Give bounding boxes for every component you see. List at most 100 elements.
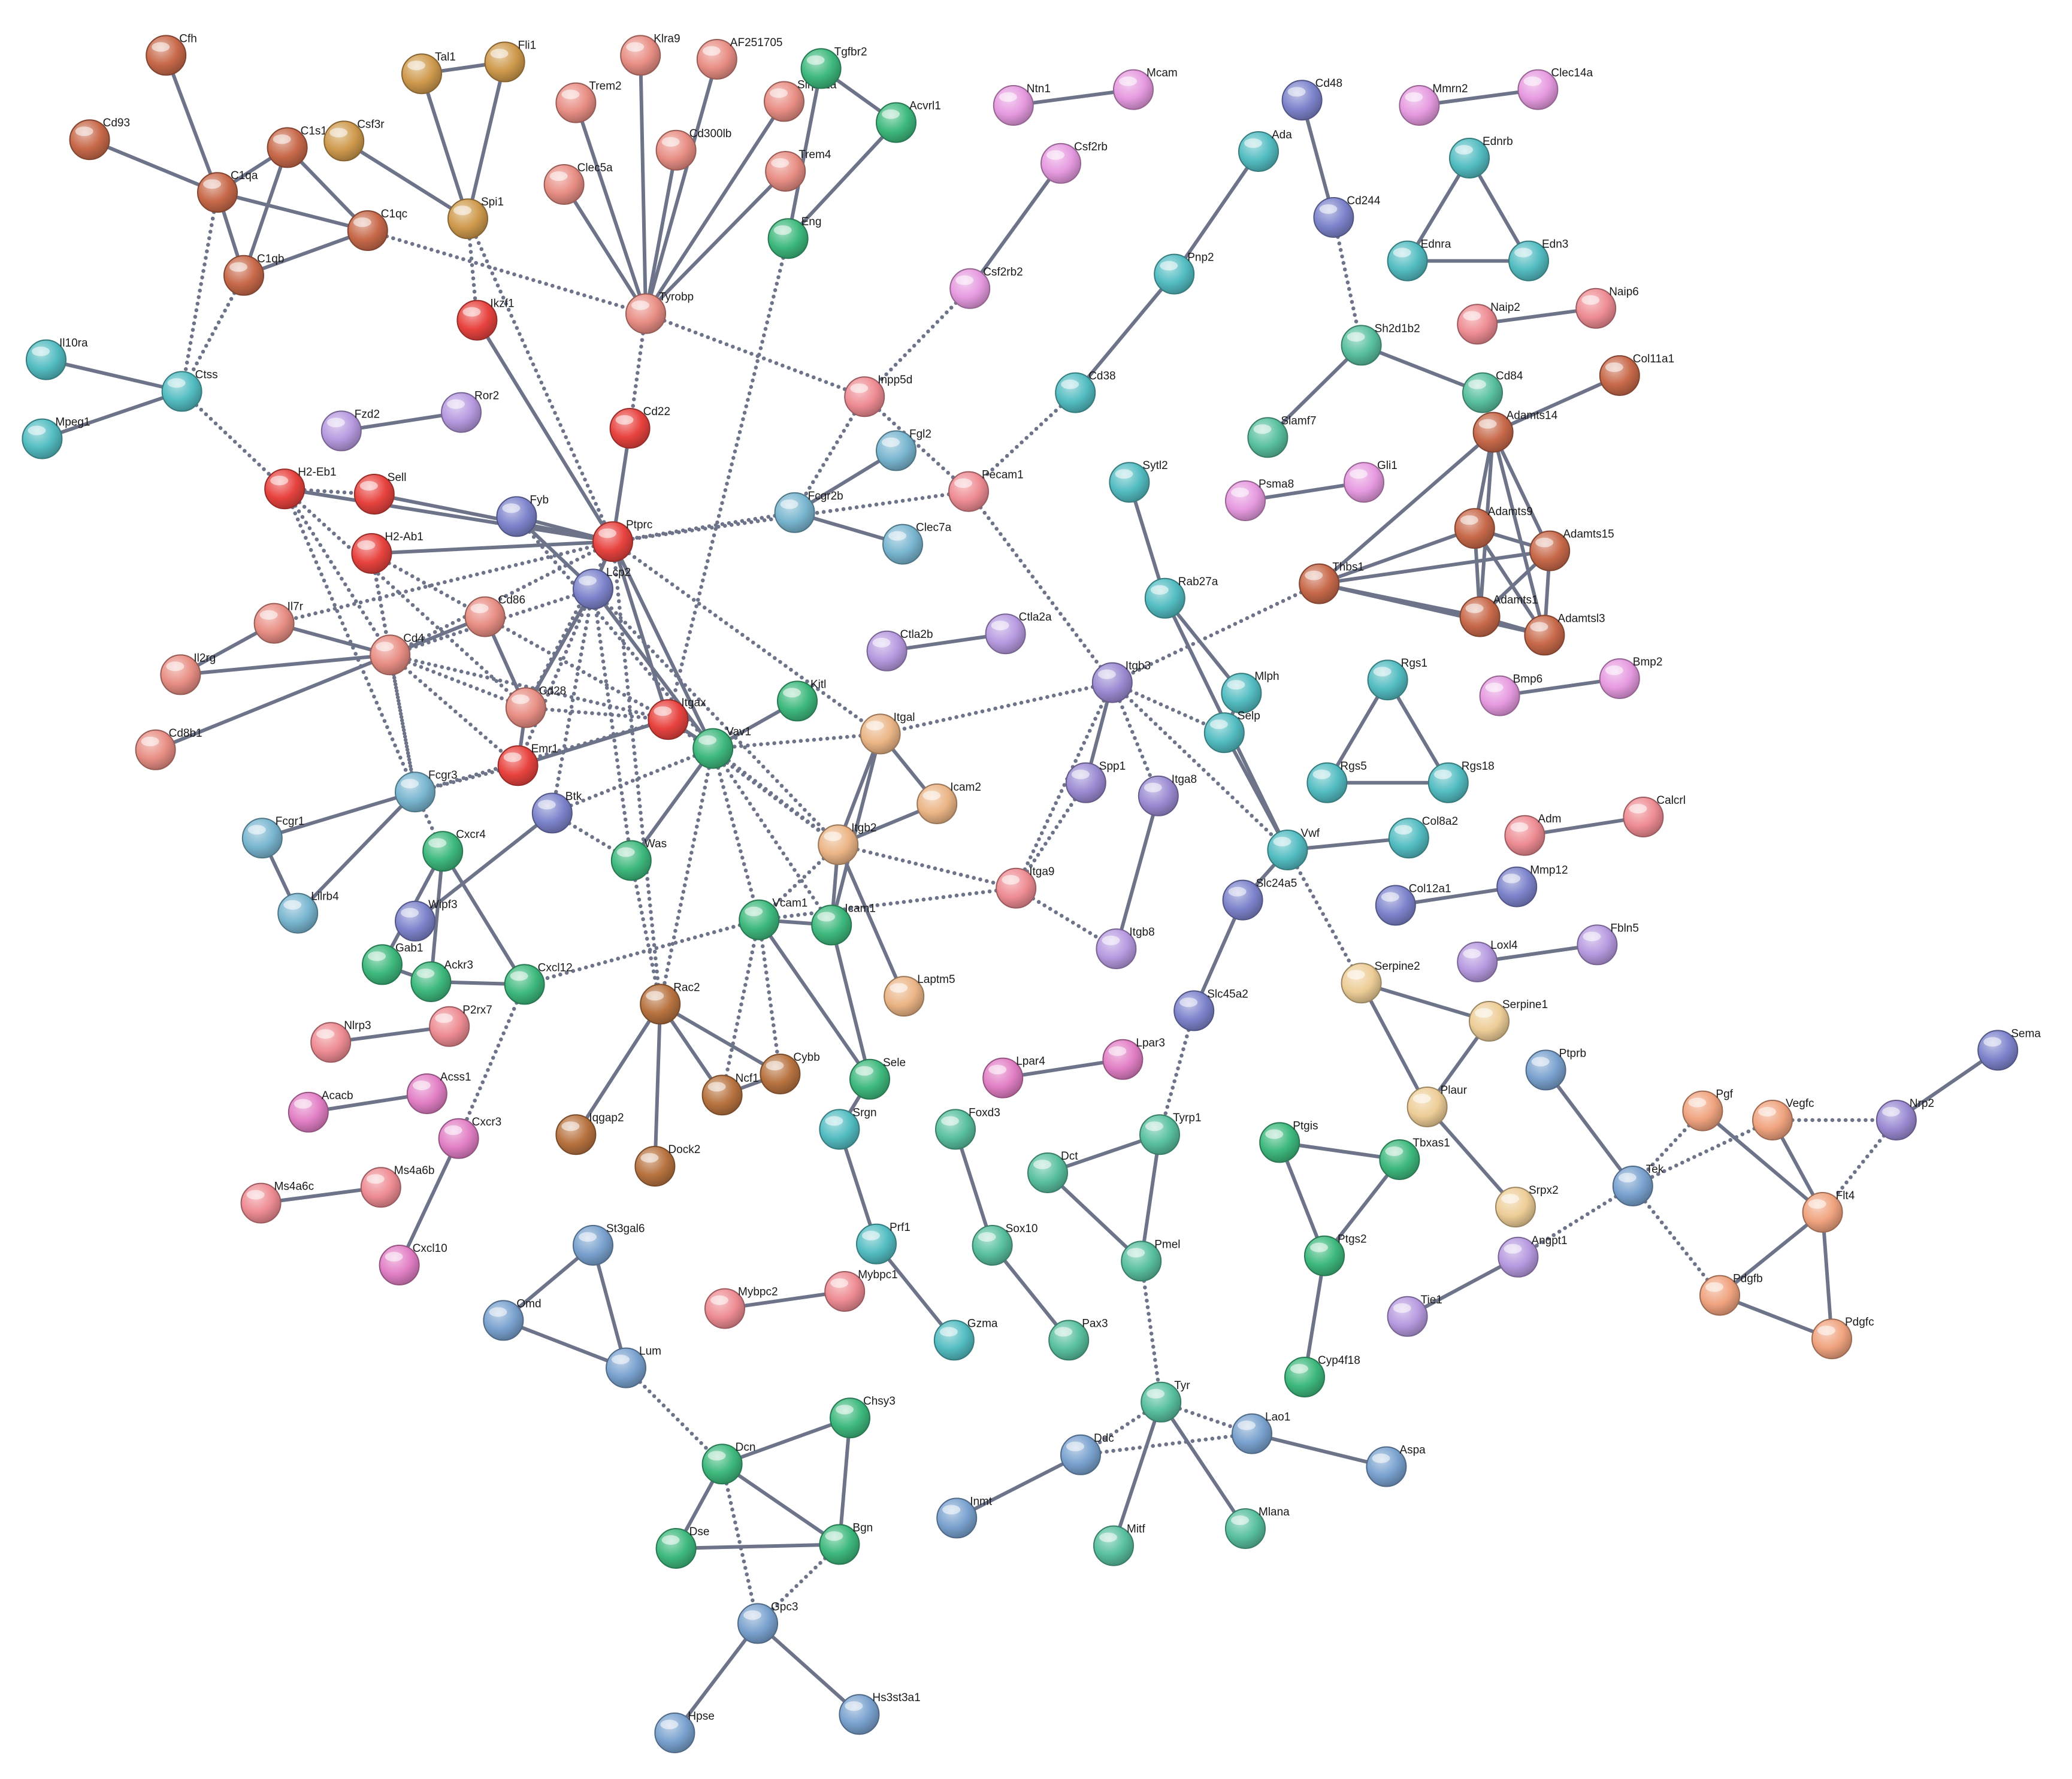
node-adamts9[interactable]: Adamts9 [1454, 506, 1533, 549]
node-eng[interactable]: Eng [767, 216, 822, 259]
node-pgf[interactable]: Pgf [1682, 1088, 1734, 1131]
node-dock2[interactable]: Dock2 [634, 1143, 700, 1187]
node-col11a1[interactable]: Col11a1 [1599, 353, 1674, 396]
node-gli1[interactable]: Gli1 [1344, 459, 1398, 503]
node-mlana[interactable]: Mlana [1225, 1506, 1290, 1549]
node-cxcl12[interactable]: Cxcl12 [504, 961, 573, 1005]
node-acacb[interactable]: Acacb [288, 1090, 353, 1133]
node-wipf3[interactable]: Wipf3 [395, 898, 458, 942]
node-ptgs2[interactable]: Ptgs2 [1304, 1233, 1367, 1276]
node-chsy3[interactable]: Chsy3 [830, 1395, 896, 1439]
node-itgb2[interactable]: Itgb2 [818, 822, 876, 866]
node-tgfbr2[interactable]: Tgfbr2 [800, 46, 867, 89]
node-ror2[interactable]: Ror2 [441, 390, 499, 433]
node-lao1[interactable]: Lao1 [1232, 1411, 1290, 1454]
node-kitl[interactable]: Kitl [777, 678, 826, 722]
node-slc45a2[interactable]: Slc45a2 [1173, 988, 1248, 1031]
node-c1qa[interactable]: C1qa [197, 170, 258, 213]
node-cd22[interactable]: Cd22 [609, 406, 670, 449]
node-cyp4f18[interactable]: Cyp4f18 [1284, 1354, 1360, 1397]
node-ctla2b[interactable]: Ctla2b [866, 628, 933, 671]
node-prf1[interactable]: Prf1 [856, 1221, 911, 1264]
node-mybpc1[interactable]: Mybpc1 [824, 1269, 898, 1312]
node-nrp2[interactable]: Nrp2 [1876, 1097, 1934, 1140]
node-slc24a5[interactable]: Slc24a5 [1222, 878, 1297, 921]
node-adamts15[interactable]: Adamts15 [1529, 528, 1614, 571]
node-tek[interactable]: Tek [1612, 1163, 1664, 1206]
node-selp[interactable]: Selp [1203, 710, 1260, 754]
node-mitf[interactable]: Mitf [1093, 1523, 1145, 1566]
node-mmp12[interactable]: Mmp12 [1496, 864, 1568, 907]
node-csf2rb2[interactable]: Csf2rb2 [949, 266, 1023, 309]
node-gab1[interactable]: Gab1 [362, 942, 423, 985]
node-ctss[interactable]: Ctss [161, 368, 218, 412]
node-il2rg[interactable]: Il2rg [160, 652, 216, 695]
node-loxl4[interactable]: Loxl4 [1457, 939, 1518, 982]
node-vwf[interactable]: Vwf [1267, 827, 1320, 870]
node-ncf1[interactable]: Ncf1 [701, 1072, 759, 1116]
node-lilrb4[interactable]: Lilrb4 [277, 891, 339, 934]
node-fbln5[interactable]: Fbln5 [1577, 922, 1639, 966]
node-tyrobp[interactable]: Tyrobp [625, 291, 694, 334]
node-cxcr3[interactable]: Cxcr3 [438, 1116, 502, 1159]
node-srgn[interactable]: Srgn [819, 1106, 877, 1150]
node-ackr3[interactable]: Ackr3 [410, 959, 473, 1002]
node-sox10[interactable]: Sox10 [972, 1223, 1038, 1266]
node-fcgr3[interactable]: Fcgr3 [395, 769, 458, 813]
node-naip6[interactable]: Naip6 [1575, 286, 1639, 329]
node-sytl2[interactable]: Sytl2 [1109, 459, 1168, 503]
node-gpc3[interactable]: Gpc3 [737, 1601, 798, 1644]
node-itgal[interactable]: Itgal [860, 711, 915, 755]
node-srpx2[interactable]: Srpx2 [1495, 1184, 1559, 1228]
node-acss1[interactable]: Acss1 [406, 1071, 471, 1114]
node-p2rx7[interactable]: P2rx7 [429, 1004, 492, 1047]
node-ptprb[interactable]: Ptprb [1525, 1047, 1586, 1091]
node-fli1[interactable]: Fli1 [484, 39, 537, 83]
node-itga9[interactable]: Itga9 [996, 866, 1054, 909]
node-serpine1[interactable]: Serpine1 [1469, 999, 1548, 1042]
node-tyrp1[interactable]: Tyrp1 [1139, 1112, 1202, 1155]
node-rgs18[interactable]: Rgs18 [1427, 760, 1495, 803]
node-h2-eb1[interactable]: H2-Eb1 [264, 466, 337, 510]
node-af251705[interactable]: AF251705 [696, 37, 783, 80]
node-acvrl1[interactable]: Acvrl1 [876, 100, 941, 143]
node-c1qb[interactable]: C1qb [223, 253, 284, 296]
node-itgax[interactable]: Itgax [648, 697, 706, 740]
node-btk[interactable]: Btk [531, 790, 582, 834]
node-pnp2[interactable]: Pnp2 [1154, 252, 1214, 295]
node-dse[interactable]: Dse [655, 1526, 710, 1569]
node-vav1[interactable]: Vav1 [692, 726, 751, 769]
node-cd8b1[interactable]: Cd8b1 [135, 727, 202, 770]
node-ptprc[interactable]: Ptprc [592, 519, 652, 562]
node-cd93[interactable]: Cd93 [69, 117, 130, 161]
node-dct[interactable]: Dct [1027, 1150, 1078, 1193]
node-itgb8[interactable]: Itgb8 [1096, 926, 1155, 969]
node-pdgfc[interactable]: Pdgfc [1811, 1316, 1874, 1360]
node-klra9[interactable]: Klra9 [620, 32, 680, 76]
node-pecam1[interactable]: Pecam1 [948, 469, 1024, 512]
node-bmp6[interactable]: Bmp6 [1479, 673, 1543, 716]
node-mpeg1[interactable]: Mpeg1 [22, 416, 90, 459]
node-plaur[interactable]: Plaur [1406, 1084, 1468, 1127]
node-nlrp3[interactable]: Nlrp3 [310, 1019, 371, 1063]
node-tie1[interactable]: Tie1 [1387, 1294, 1442, 1337]
node-tbxas1[interactable]: Tbxas1 [1379, 1137, 1450, 1180]
node-itga8[interactable]: Itga8 [1138, 773, 1197, 816]
node-fyb[interactable]: Fyb [496, 494, 549, 537]
node-h2-ab1[interactable]: H2-Ab1 [351, 531, 424, 574]
node-vcam1[interactable]: Vcam1 [739, 897, 807, 940]
node-pmel[interactable]: Pmel [1121, 1238, 1180, 1282]
node-pax3[interactable]: Pax3 [1048, 1317, 1108, 1361]
node-fcgr1[interactable]: Fcgr1 [241, 815, 305, 859]
node-adamts1[interactable]: Adamts1 [1459, 594, 1538, 637]
node-ednra[interactable]: Ednra [1387, 238, 1451, 282]
node-naip2[interactable]: Naip2 [1457, 301, 1520, 345]
node-was[interactable]: Was [610, 838, 667, 881]
node-bmp2[interactable]: Bmp2 [1599, 656, 1663, 699]
node-aspa[interactable]: Aspa [1366, 1444, 1426, 1487]
node-rgs1[interactable]: Rgs1 [1367, 657, 1427, 701]
node-edn3[interactable]: Edn3 [1508, 238, 1568, 282]
node-iqgap2[interactable]: Iqgap2 [555, 1112, 624, 1155]
node-hs3st3a1[interactable]: Hs3st3a1 [839, 1692, 921, 1735]
node-cd4[interactable]: Cd4 [370, 632, 424, 676]
